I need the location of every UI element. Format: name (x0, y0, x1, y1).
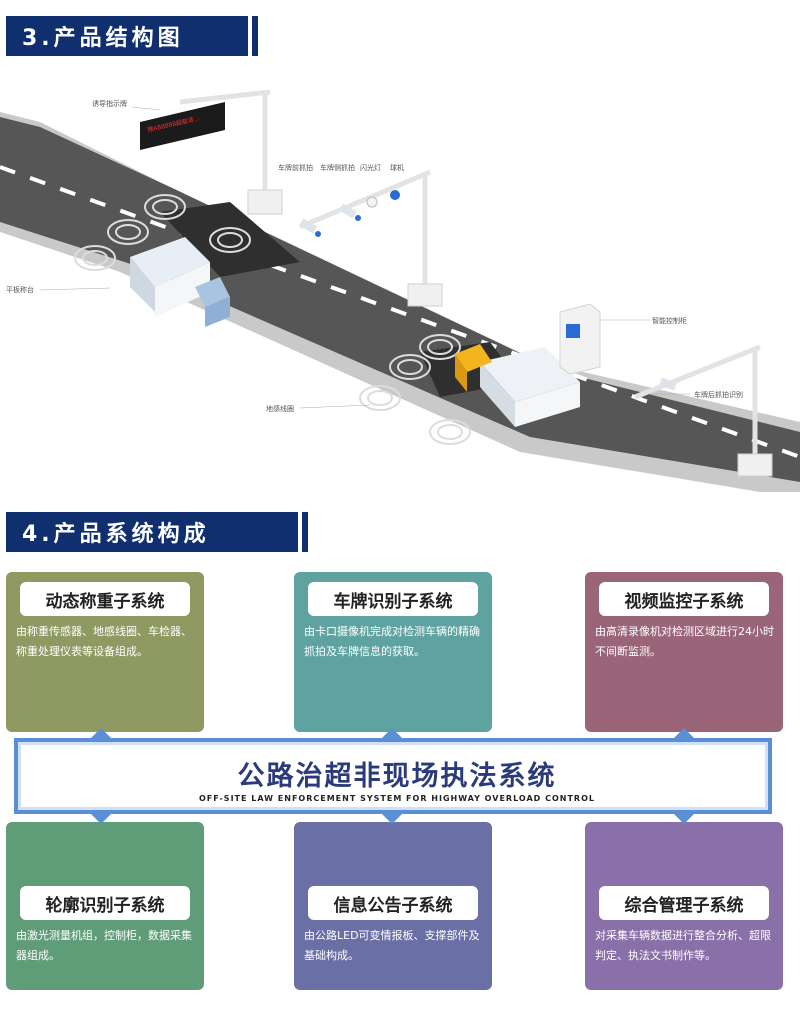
subsystem-card-weighing: 动态称重子系统 由称重传感器、地感线圈、车检器、称重处理仪表等设备组成。 (6, 572, 204, 732)
label-platform-scale: 平板称台 (6, 285, 34, 294)
subsystem-card-contour: 轮廓识别子系统 由激光测量机组，控制柜，数据采集器组成。 (6, 822, 204, 990)
ground-coils (74, 194, 471, 445)
subsystem-title: 信息公告子系统 (308, 886, 478, 920)
smart-cabinet (559, 303, 601, 375)
subsystem-title: 动态称重子系统 (20, 582, 190, 616)
subsystem-card-plate: 车牌识别子系统 由卡口摄像机完成对检测车辆的精确抓拍及车牌信息的获取。 (294, 572, 492, 732)
band-arrows (89, 728, 696, 824)
center-subtitle: OFF-SITE LAW ENFORCEMENT SYSTEM FOR HIGH… (199, 794, 595, 803)
section-3-title: 3.产品结构图 (6, 16, 258, 56)
subsystem-desc: 由公路LED可变情报板、支撑部件及基础构成。 (304, 929, 480, 962)
subsystem-desc: 由高清录像机对检测区域进行24小时不间断监测。 (595, 625, 774, 658)
subsystem-title: 车牌识别子系统 (308, 582, 478, 616)
center-band: 公路治超非现场执法系统 OFF-SITE LAW ENFORCEMENT SYS… (4, 728, 782, 824)
subsystem-title: 轮廓识别子系统 (20, 886, 190, 920)
subsystem-card-management: 综合管理子系统 对采集车辆数据进行整合分析、超限判定、执法文书制作等。 (585, 822, 783, 990)
truck-right (455, 344, 580, 427)
label-smart-cabinet: 智能控制柜 (652, 316, 687, 325)
label-ground-coil: 地感线圈 (266, 404, 294, 413)
guide-sign: 豫A88888超载请... (140, 102, 225, 150)
subsystem-desc: 对采集车辆数据进行整合分析、超限判定、执法文书制作等。 (595, 929, 771, 962)
camera-icons (299, 190, 677, 391)
subsystem-desc: 由称重传感器、地感线圈、车检器、称重处理仪表等设备组成。 (16, 625, 192, 658)
center-title: 公路治超非现场执法系统 (237, 761, 557, 792)
label-side-capture: 车牌侧抓拍 (320, 163, 355, 172)
product-structure-diagram: 豫A88888超载请... 诱导指示牌 车牌前抓拍 车牌侧抓拍 闪光灯 球机 平… (0, 89, 800, 492)
label-rear-capture: 车牌后抓拍识别 (694, 390, 743, 399)
subsystem-desc: 由激光测量机组，控制柜，数据采集器组成。 (16, 929, 192, 962)
center-title-box: 公路治超非现场执法系统 OFF-SITE LAW ENFORCEMENT SYS… (14, 738, 772, 814)
label-front-capture: 车牌前抓拍 (278, 163, 313, 172)
label-dome-camera: 球机 (390, 163, 404, 172)
section-4-title: 4.产品系统构成 (6, 512, 308, 552)
subsystem-title: 视频监控子系统 (599, 582, 769, 616)
truck-left (130, 237, 230, 327)
subsystem-desc: 由卡口摄像机完成对检测车辆的精确抓拍及车牌信息的获取。 (304, 625, 480, 658)
label-guide-sign: 诱导指示牌 (92, 99, 127, 108)
label-flash: 闪光灯 (360, 163, 381, 172)
subsystem-card-video: 视频监控子系统 由高清录像机对检测区域进行24小时不间断监测。 (585, 572, 783, 732)
subsystem-title: 综合管理子系统 (599, 886, 769, 920)
subsystem-card-info: 信息公告子系统 由公路LED可变情报板、支撑部件及基础构成。 (294, 822, 492, 990)
